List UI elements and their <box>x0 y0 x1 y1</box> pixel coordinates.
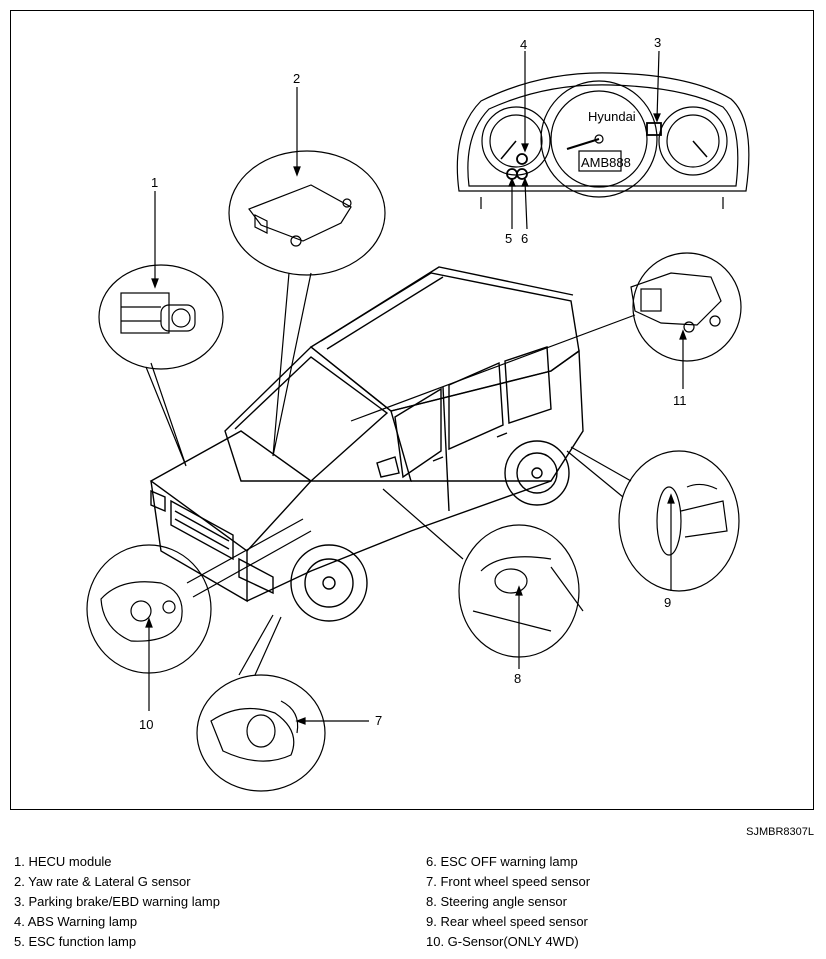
diagram-frame: Hyundai AMB888 <box>10 10 814 810</box>
legend-item: 9. Rear wheel speed sensor <box>426 914 588 929</box>
callout-9: 9 <box>664 595 671 610</box>
legend-left: 1. HECU module 2. Yaw rate & Lateral G s… <box>14 852 220 952</box>
rear-wheel-sensor-bubble <box>566 446 740 592</box>
legend-item: 3. Parking brake/EBD warning lamp <box>14 894 220 909</box>
callout-6: 6 <box>521 231 528 246</box>
cluster-odometer-text: AMB888 <box>581 155 631 170</box>
callout-8: 8 <box>514 671 521 686</box>
callout-1: 1 <box>151 175 158 190</box>
instrument-cluster <box>456 72 750 209</box>
legend-item: 2. Yaw rate & Lateral G sensor <box>14 874 191 889</box>
figure-code: SJMBR8307L <box>746 826 814 838</box>
callout-4: 4 <box>520 37 527 52</box>
steering-sensor-bubble <box>382 488 584 658</box>
callout-2: 2 <box>293 71 300 86</box>
legend-item: 8. Steering angle sensor <box>426 894 567 909</box>
legend-item: 1. HECU module <box>14 854 112 869</box>
hecu-bubble <box>98 264 224 467</box>
legend-item: 5. ESC function lamp <box>14 934 137 949</box>
yaw-rate-bubble <box>228 150 386 457</box>
vehicle-illustration <box>149 266 584 622</box>
sensor-11-bubble <box>350 252 742 422</box>
g-sensor-bubble <box>86 518 312 674</box>
legend-item: 10. G-Sensor(ONLY 4WD) <box>426 934 579 949</box>
cluster-brand-text: Hyundai <box>588 109 636 124</box>
leader-6 <box>524 180 528 230</box>
callout-7: 7 <box>375 713 382 728</box>
callout-5: 5 <box>505 231 512 246</box>
callout-3: 3 <box>654 35 661 50</box>
legend-item: 6. ESC OFF warning lamp <box>426 854 578 869</box>
front-wheel-sensor-bubble <box>196 614 326 792</box>
component-location-diagram: Hyundai AMB888 <box>86 35 750 792</box>
legend-right: 6. ESC OFF warning lamp 7. Front wheel s… <box>426 852 590 952</box>
leader-3 <box>656 50 660 120</box>
callout-11: 11 <box>673 393 687 408</box>
callout-10: 10 <box>139 717 153 732</box>
legend-item: 4. ABS Warning lamp <box>14 914 138 929</box>
legend-item: 7. Front wheel speed sensor <box>426 874 591 889</box>
